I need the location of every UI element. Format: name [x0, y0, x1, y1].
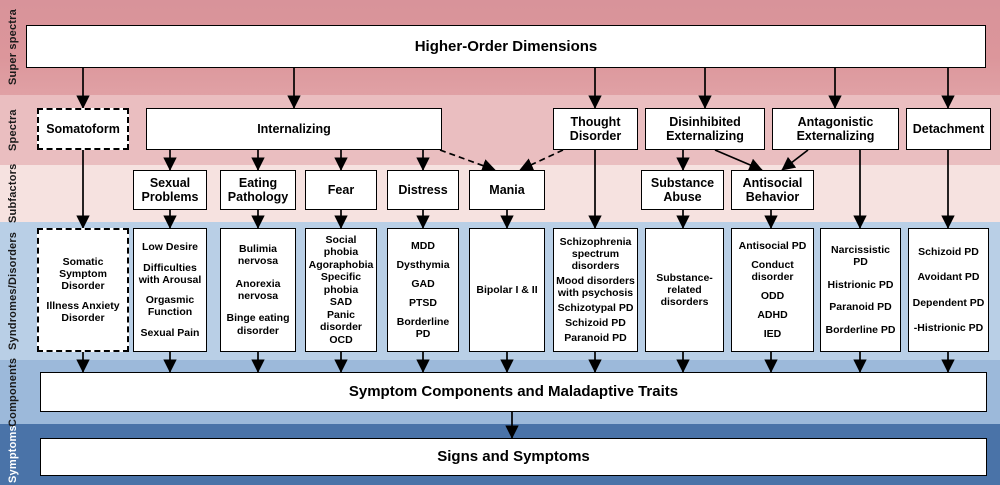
axis-label-symptoms: Symptoms: [7, 425, 19, 484]
syndrome-item: Substance-related disorders: [656, 271, 713, 309]
higher-order-dimensions-box[interactable]: Higher-Order Dimensions: [26, 25, 986, 68]
spectra-internalizing[interactable]: Internalizing: [146, 108, 442, 150]
spectra-detachment[interactable]: Detachment: [906, 108, 991, 150]
subfactor-fear[interactable]: Fear: [305, 170, 377, 210]
syndrome-item: Agoraphobia: [308, 258, 374, 271]
syndrome-item: Schizoid PD: [565, 317, 626, 329]
subfactor-substance-abuse-label: Substance Abuse: [650, 175, 715, 204]
syndrome-item: Schizotypal PD: [557, 302, 634, 315]
spectra-detachment-label: Detachment: [912, 121, 985, 136]
syndrome-group-antisocial-behavior[interactable]: Antisocial PD Conduct disorder ODD ADHD …: [731, 228, 814, 352]
spectra-somatoform-label: Somatoform: [46, 121, 120, 136]
syndrome-item: SAD: [329, 296, 353, 309]
syndrome-item: Schizoid PD: [918, 246, 979, 259]
spectra-thought-disorder[interactable]: Thought Disorder: [553, 108, 638, 150]
subfactor-distress-label: Distress: [398, 182, 448, 197]
syndrome-item: Low Desire: [141, 241, 199, 254]
subfactor-mania-label: Mania: [489, 182, 525, 197]
syndrome-group-mania[interactable]: Bipolar I & II: [469, 228, 545, 352]
syndrome-item: ADHD: [757, 309, 788, 321]
symptom-components-label: Symptom Components and Maladaptive Trait…: [348, 383, 679, 401]
syndrome-item: Schizophrenia spectrum disorders: [559, 235, 632, 273]
spectra-antagonistic-externalizing-label: Antagonistic Externalizing: [796, 114, 875, 143]
syndrome-item: Paranoid PD: [564, 331, 627, 344]
spectra-antagonistic-externalizing[interactable]: Antagonistic Externalizing: [772, 108, 899, 150]
syndrome-group-sexual-problems[interactable]: Low Desire Difficulties with Arousal Org…: [133, 228, 207, 352]
syndrome-group-somatoform[interactable]: Somatic Symptom Disorder Illness Anxiety…: [37, 228, 129, 352]
syndrome-item: Orgasmic Function: [145, 294, 195, 319]
syndrome-item: Conduct disorder: [751, 258, 794, 283]
subfactor-sexual-problems-label: Sexual Problems: [141, 175, 199, 204]
syndrome-item: Somatic Symptom Disorder: [59, 255, 107, 292]
syndrome-item: Difficulties with Arousal: [138, 261, 202, 286]
syndrome-item: PTSD: [408, 296, 437, 309]
syndrome-item: Binge eating disorder: [226, 312, 290, 337]
syndrome-item: Panic disorder: [319, 309, 362, 334]
subfactor-eating-pathology[interactable]: Eating Pathology: [220, 170, 296, 210]
spectra-disinhibited-externalizing[interactable]: Disinhibited Externalizing: [645, 108, 765, 150]
syndrome-item: -Histrionic PD: [913, 321, 984, 334]
syndrome-item: IED: [763, 328, 782, 340]
syndrome-item: Anorexia nervosa: [235, 277, 281, 302]
syndrome-item: Bipolar I & II: [476, 283, 538, 296]
syndrome-item: GAD: [411, 277, 435, 290]
axis-label-spectra: Spectra: [7, 109, 19, 151]
spectra-internalizing-label: Internalizing: [257, 121, 331, 136]
syndrome-item: Borderline PD: [396, 315, 450, 340]
syndrome-item: Histrionic PD: [827, 278, 894, 291]
subfactor-fear-label: Fear: [327, 182, 355, 197]
syndrome-item: Sexual Pain: [140, 326, 200, 339]
spectra-somatoform[interactable]: Somatoform: [37, 108, 129, 150]
syndrome-item: Antisocial PD: [738, 239, 807, 252]
signs-and-symptoms-box[interactable]: Signs and Symptoms: [40, 438, 987, 476]
spectra-disinhibited-externalizing-label: Disinhibited Externalizing: [666, 114, 744, 143]
syndrome-item: Narcissistic PD: [831, 243, 890, 268]
syndrome-group-thought-disorder[interactable]: Schizophrenia spectrum disorders Mood di…: [553, 228, 638, 352]
syndrome-group-substance-abuse[interactable]: Substance-related disorders: [645, 228, 724, 352]
axis-label-syndromes-disorders: Syndromes/Disorders: [7, 231, 19, 351]
axis-label-components: Components: [7, 357, 19, 427]
spectra-thought-disorder-label: Thought Disorder: [569, 114, 622, 143]
axis-label-super-spectra: Super spectra: [7, 9, 19, 86]
signs-and-symptoms-label: Signs and Symptoms: [437, 448, 590, 466]
syndrome-item: Specific phobia: [320, 271, 362, 296]
syndrome-group-antagonistic-externalizing[interactable]: Narcissistic PD Histrionic PD Paranoid P…: [820, 228, 901, 352]
syndrome-item: Dysthymia: [396, 258, 450, 271]
subfactor-eating-pathology-label: Eating Pathology: [227, 175, 289, 204]
syndrome-item: Mood disorders with psychosis: [556, 275, 635, 300]
subfactor-antisocial-behavior[interactable]: Antisocial Behavior: [731, 170, 814, 210]
subfactor-antisocial-behavior-label: Antisocial Behavior: [742, 175, 803, 204]
syndrome-item: Social phobia: [323, 233, 359, 258]
syndrome-group-fear[interactable]: Social phobia Agoraphobia Specific phobi…: [305, 228, 377, 352]
syndrome-item: OCD: [329, 334, 353, 347]
subfactor-distress[interactable]: Distress: [387, 170, 459, 210]
syndrome-item: Dependent PD: [912, 296, 985, 309]
syndrome-group-eating-pathology[interactable]: Bulimia nervosa Anorexia nervosa Binge e…: [220, 228, 296, 352]
syndrome-item: Bulimia nervosa: [237, 243, 279, 268]
higher-order-dimensions-label: Higher-Order Dimensions: [414, 37, 598, 55]
syndrome-item: MDD: [411, 239, 435, 252]
subfactor-mania[interactable]: Mania: [469, 170, 545, 210]
subfactor-sexual-problems[interactable]: Sexual Problems: [133, 170, 207, 210]
subfactor-substance-abuse[interactable]: Substance Abuse: [641, 170, 724, 210]
axis-label-subfactors: Subfactors: [7, 163, 19, 224]
syndrome-item: Avoidant PD: [917, 271, 980, 284]
syndrome-item: ODD: [760, 290, 785, 302]
syndrome-item: Illness Anxiety Disorder: [46, 300, 120, 325]
symptom-components-box[interactable]: Symptom Components and Maladaptive Trait…: [40, 372, 987, 412]
syndrome-group-distress[interactable]: MDD Dysthymia GAD PTSD Borderline PD: [387, 228, 459, 352]
syndrome-group-detachment[interactable]: Schizoid PD Avoidant PD Dependent PD -Hi…: [908, 228, 989, 352]
syndrome-item: Borderline PD: [825, 324, 896, 337]
syndrome-item: Paranoid PD: [829, 301, 892, 314]
